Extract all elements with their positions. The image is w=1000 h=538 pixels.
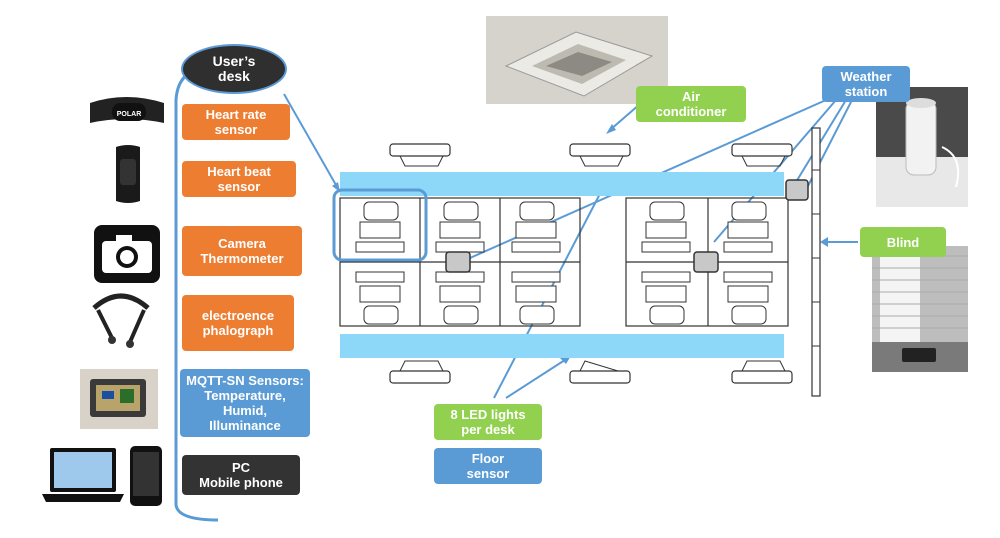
device-label-eeg: electroence phalograph [182, 295, 294, 351]
polar-logo: POLAR [117, 111, 142, 118]
led-strip-bottom [340, 334, 784, 358]
led-strip-top [340, 172, 784, 196]
laptop-phone-icon [42, 446, 168, 508]
chest-strap-icon: POLAR [86, 93, 168, 133]
device-label-camera-thermometer: Camera Thermometer [182, 226, 302, 276]
air-conditioner-label: Air conditioner [636, 86, 746, 122]
sensor-board-icon [80, 369, 158, 429]
weather-station-box-2 [693, 251, 719, 273]
user-desk-highlight [332, 188, 428, 262]
floor-sensor-label: Floor sensor [434, 448, 542, 484]
weather-station-box-3 [785, 179, 809, 201]
blind-photo [872, 246, 968, 372]
led-lights-label: 8 LED lights per desk [434, 404, 542, 440]
users-desk-label: User’s desk [181, 44, 287, 94]
weather-station-box-1 [445, 251, 471, 273]
device-label-heart-beat: Heart beat sensor [182, 161, 296, 197]
device-label-pc-mobile: PC Mobile phone [182, 455, 300, 495]
device-label-heart-rate: Heart rate sensor [182, 104, 290, 140]
camera-icon [94, 225, 160, 283]
window-wall [811, 127, 821, 397]
blind-label: Blind [860, 227, 946, 257]
air-conditioner-photo [486, 16, 668, 104]
eeg-headset-icon [84, 288, 158, 354]
device-label-mqtt-sensors: MQTT-SN Sensors: Temperature, Humid, Ill… [180, 369, 310, 437]
wristband-icon [108, 143, 148, 205]
weather-station-label: Weather station [822, 66, 910, 102]
weather-station-photo [876, 87, 968, 207]
